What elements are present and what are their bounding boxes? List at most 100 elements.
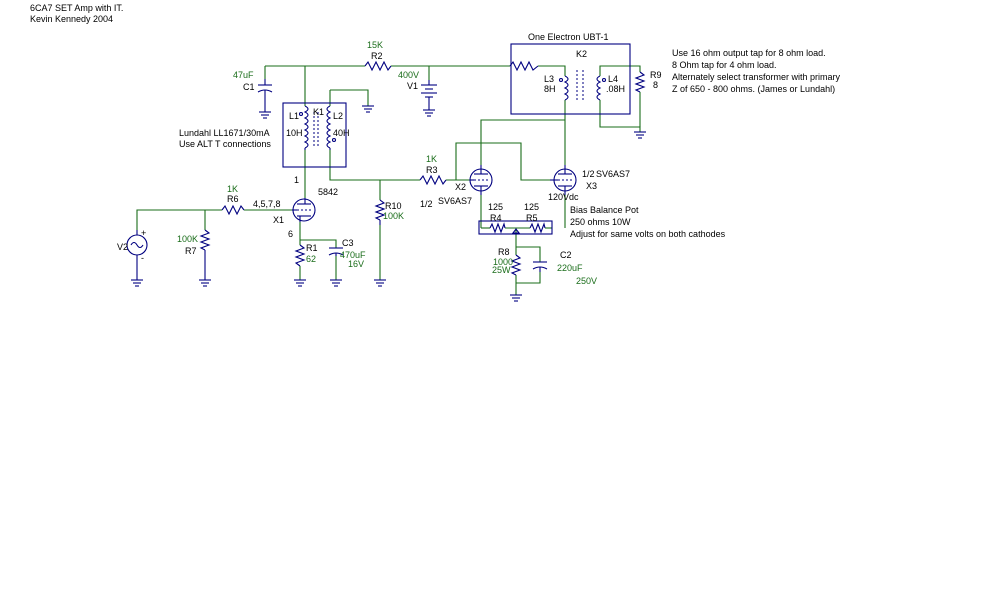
resistor-r7: 100K R7 [177,229,211,256]
ground-icon [510,294,522,302]
v2-ref: V2 [117,242,128,252]
c3-rating: 16V [348,259,364,269]
triode-x3: 1/2 SV6AS7 X3 120Vdc [548,165,630,202]
it-note-line-1: Lundahl LL1671/30mA [179,128,270,138]
resistor-r6: 1K R6 [221,184,245,216]
r8-ref: R8 [498,247,510,257]
diagram-title: 6CA7 SET Amp with IT. [30,3,123,13]
ac-source-v2: + - V2 [117,228,148,263]
x2-ref: X2 [455,182,466,192]
x3-voltage: 120Vdc [548,192,579,202]
v1-ref: V1 [407,81,418,91]
resistor-r8: R8 1000 25W [492,247,522,276]
l3-ref: L3 [544,74,554,84]
l2-value: 40H [333,128,350,138]
r5-value: 125 [524,202,539,212]
ground-symbols [131,99,646,302]
bias-note-line-2: 250 ohms 10W [570,217,631,227]
resistor-r3: 1K R3 [419,154,447,186]
triode-x2: X2 1/2 SV6AS7 [420,165,493,209]
output-transformer-k2: One Electron UBT-1 K2 L3 8H L4 .08H [509,32,631,115]
triode-x1: 5842 1 4,5,7,8 X1 6 [253,175,338,239]
r7-value: 100K [177,234,198,244]
ground-icon [374,279,386,287]
r5-ref: R5 [526,213,538,223]
bias-note-line-1: Bias Balance Pot [570,205,639,215]
ground-icon [330,279,342,287]
r9-ref: R9 [650,70,662,80]
x2-value: SV6AS7 [438,196,472,206]
l2-ref: L2 [333,111,343,121]
resistor-r1: R1 62 [294,243,318,267]
r2-ref: R2 [371,51,383,61]
r10-value: 100K [383,211,404,221]
r1-value: 62 [306,254,316,264]
r6-value: 1K [227,184,238,194]
r1-ref: R1 [306,243,318,253]
resistor-r2: 15K R2 [364,40,392,72]
v2-plus: + [141,228,146,238]
l1-value: 10H [286,128,303,138]
v2-minus: - [141,253,144,263]
ground-icon [259,100,271,119]
x1-value: 5842 [318,187,338,197]
ubt-title: One Electron UBT-1 [528,32,609,42]
output-note-line-3: Alternately select transformer with prim… [672,72,841,82]
l4-value: .08H [606,84,625,94]
output-note-line-1: Use 16 ohm output tap for 8 ohm load. [672,48,826,58]
x1-pin-grid: 4,5,7,8 [253,199,281,209]
capacitor-c3: C3 470uF 16V [328,238,366,269]
c2-ref: C2 [560,250,572,260]
ground-icon [362,105,374,113]
x1-pin-plate: 1 [294,175,299,185]
r7-ref: R7 [185,246,197,256]
r8-rating: 25W [492,265,511,275]
r2-value: 15K [367,40,383,50]
ground-icon [294,279,306,287]
x3-ref: X3 [586,181,597,191]
r10-ref: R10 [385,201,402,211]
v1-value: 400V [398,70,419,80]
capacitor-c1: 47uF C1 [233,70,273,100]
ground-icon [131,262,143,287]
x1-ref: X1 [273,215,284,225]
r3-value: 1K [426,154,437,164]
bias-balance-pot: 125 R4 125 R5 [478,202,553,235]
r3-ref: R3 [426,165,438,175]
r9-value: 8 [653,80,658,90]
it-note-line-2: Use ALT T connections [179,139,271,149]
l4-ref: L4 [608,74,618,84]
resistor-r10: R10 100K [374,199,404,225]
c1-value: 47uF [233,70,254,80]
c2-value: 220uF [557,263,583,273]
k1-ref: K1 [313,107,324,117]
interstage-transformer-k1: K1 L1 10H L2 40H [282,102,350,168]
x1-pin-cathode: 6 [288,229,293,239]
dc-source-v1: 400V V1 [398,70,437,99]
ground-icon [423,99,435,117]
r4-value: 125 [488,202,503,212]
x2-prefix: 1/2 [420,199,433,209]
x3-prefix: 1/2 [582,169,595,179]
wires [136,65,641,295]
bias-note-line-3: Adjust for same volts on both cathodes [570,229,726,239]
c2-rating: 250V [576,276,597,286]
l1-ref: L1 [289,111,299,121]
x3-value: SV6AS7 [596,169,630,179]
resistor-r9: R9 8 [634,70,662,93]
capacitor-c2: C2 220uF 250V [532,250,597,286]
c3-ref: C3 [342,238,354,248]
r8-value: 1000 [493,257,513,267]
c1-ref: C1 [243,82,255,92]
ground-icon [634,131,646,139]
c3-value: 470uF [340,250,366,260]
l3-value: 8H [544,84,556,94]
r6-ref: R6 [227,194,239,204]
k2-ref: K2 [576,49,587,59]
ground-icon [199,256,211,287]
diagram-author: Kevin Kennedy 2004 [30,14,113,24]
output-note-line-4: Z of 650 - 800 ohms. (James or Lundahl) [672,84,835,94]
r4-ref: R4 [490,213,502,223]
output-note-line-2: 8 Ohm tap for 4 ohm load. [672,60,777,70]
